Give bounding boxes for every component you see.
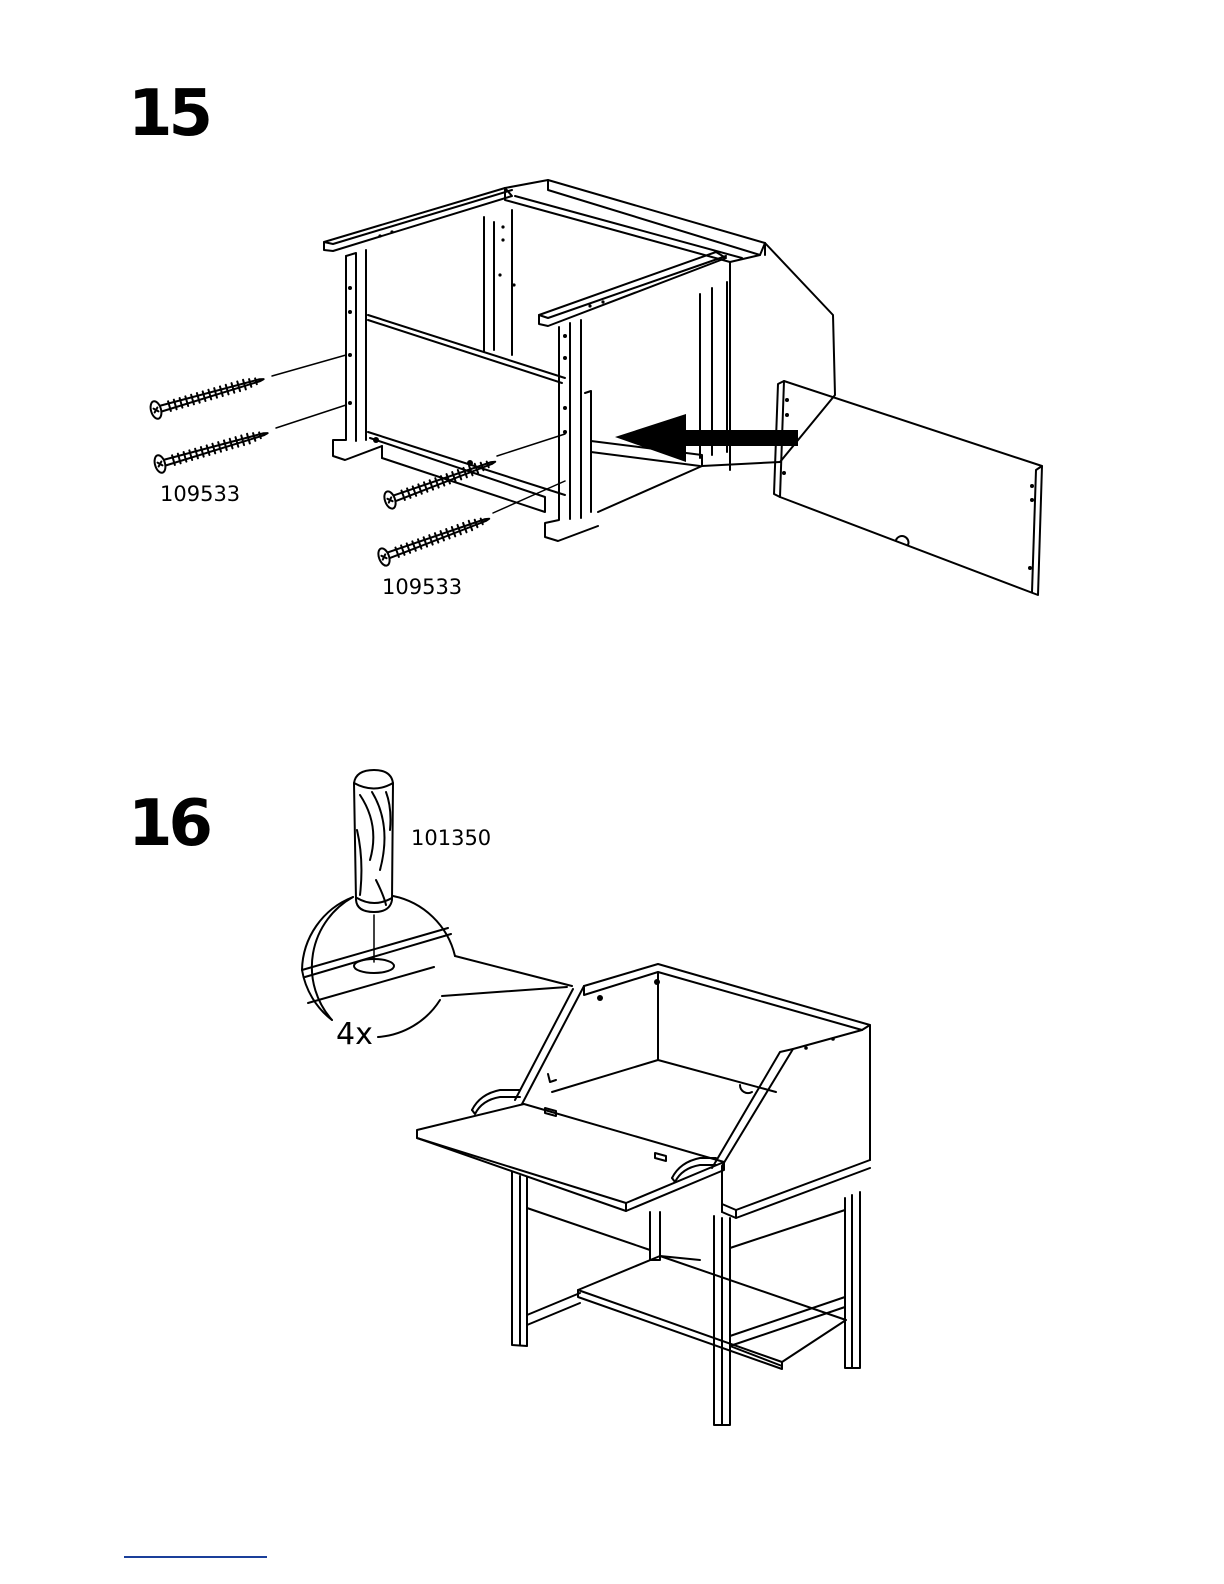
part-label-dowel: 101350: [411, 828, 491, 849]
screw-icon: [376, 510, 492, 567]
arrow-left-icon: [615, 414, 798, 462]
step-number-16: 16: [128, 792, 209, 856]
footer-rule: [124, 1556, 267, 1558]
detail-magnifier: [302, 896, 572, 1037]
screw-icon: [149, 370, 266, 420]
wooden-dowel-icon: [354, 770, 393, 912]
screw-icon: [153, 424, 270, 474]
desk-assembled: [417, 964, 870, 1425]
desk-frame-upside-down: [324, 180, 835, 541]
back-panel: [774, 381, 1042, 595]
quantity-label: 4x: [336, 1020, 373, 1050]
